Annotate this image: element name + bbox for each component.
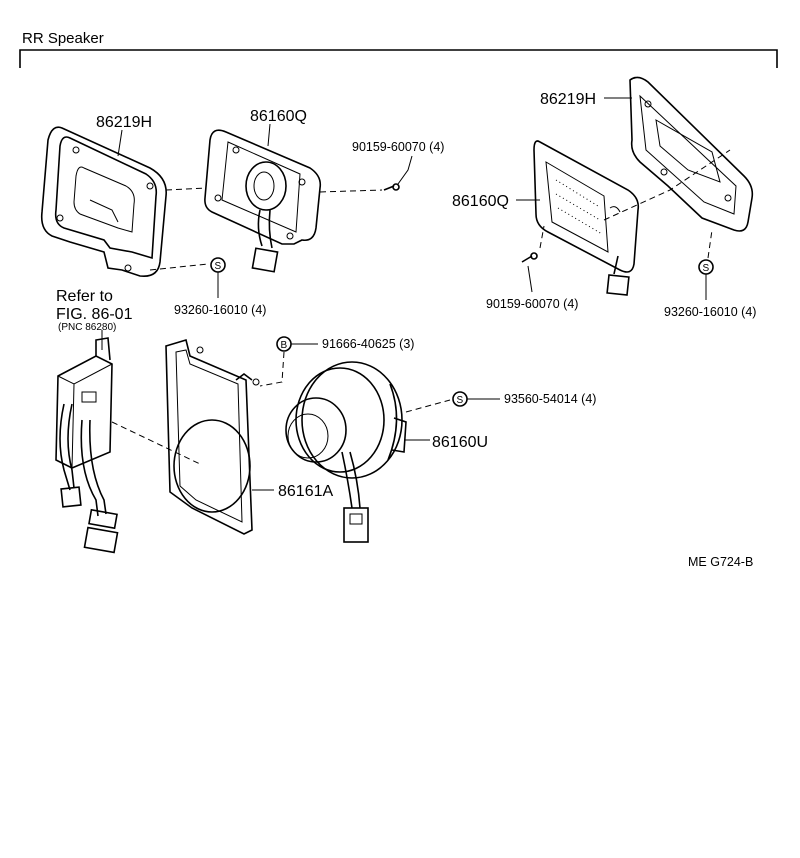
label-91666: 91666-40625 (3)	[322, 337, 414, 351]
label-93260-left: 93260-16010 (4)	[174, 303, 266, 317]
label-86219h-left: 86219H	[96, 114, 152, 131]
bezel-86219h-right[interactable]	[629, 76, 754, 232]
label-86160q-left: 86160Q	[250, 108, 307, 125]
diagram-title: RR Speaker	[22, 30, 104, 47]
speaker-86160q-right[interactable]	[533, 140, 640, 296]
svg-text:S: S	[457, 395, 464, 406]
screw-90159-left[interactable]	[383, 183, 400, 191]
label-86219h-right: 86219H	[540, 91, 596, 108]
label-86160u: 86160U	[432, 434, 488, 451]
amplifier-unit[interactable]	[55, 337, 119, 554]
s-callout-right[interactable]: S	[698, 259, 714, 275]
title-bracket	[19, 49, 778, 68]
s-callout-left[interactable]: S	[210, 257, 226, 273]
refer-line-1: Refer to	[56, 288, 113, 305]
svg-text:S: S	[215, 261, 222, 272]
footer-code: ME G724-B	[688, 555, 753, 569]
label-90159-right: 90159-60070 (4)	[486, 297, 578, 311]
svg-text:B: B	[281, 340, 288, 351]
s-callout-bottom[interactable]: S	[452, 391, 468, 407]
refer-line-3: (PNC 86280)	[58, 322, 116, 333]
label-90159-left: 90159-60070 (4)	[352, 140, 444, 154]
speaker-86160u[interactable]	[285, 361, 407, 543]
label-86160q-right: 86160Q	[452, 193, 509, 210]
svg-text:S: S	[703, 263, 710, 274]
b-callout[interactable]: B	[276, 336, 292, 352]
bracket-86161a[interactable]	[165, 338, 260, 535]
label-86161a: 86161A	[278, 483, 333, 500]
screw-90159-right[interactable]	[521, 252, 538, 263]
label-93560: 93560-54014 (4)	[504, 392, 596, 406]
speaker-86160q-left[interactable]	[204, 129, 322, 273]
refer-line-2: FIG. 86-01	[56, 306, 133, 323]
label-93260-right: 93260-16010 (4)	[664, 305, 756, 319]
bezel-86219h-left[interactable]	[40, 126, 167, 278]
